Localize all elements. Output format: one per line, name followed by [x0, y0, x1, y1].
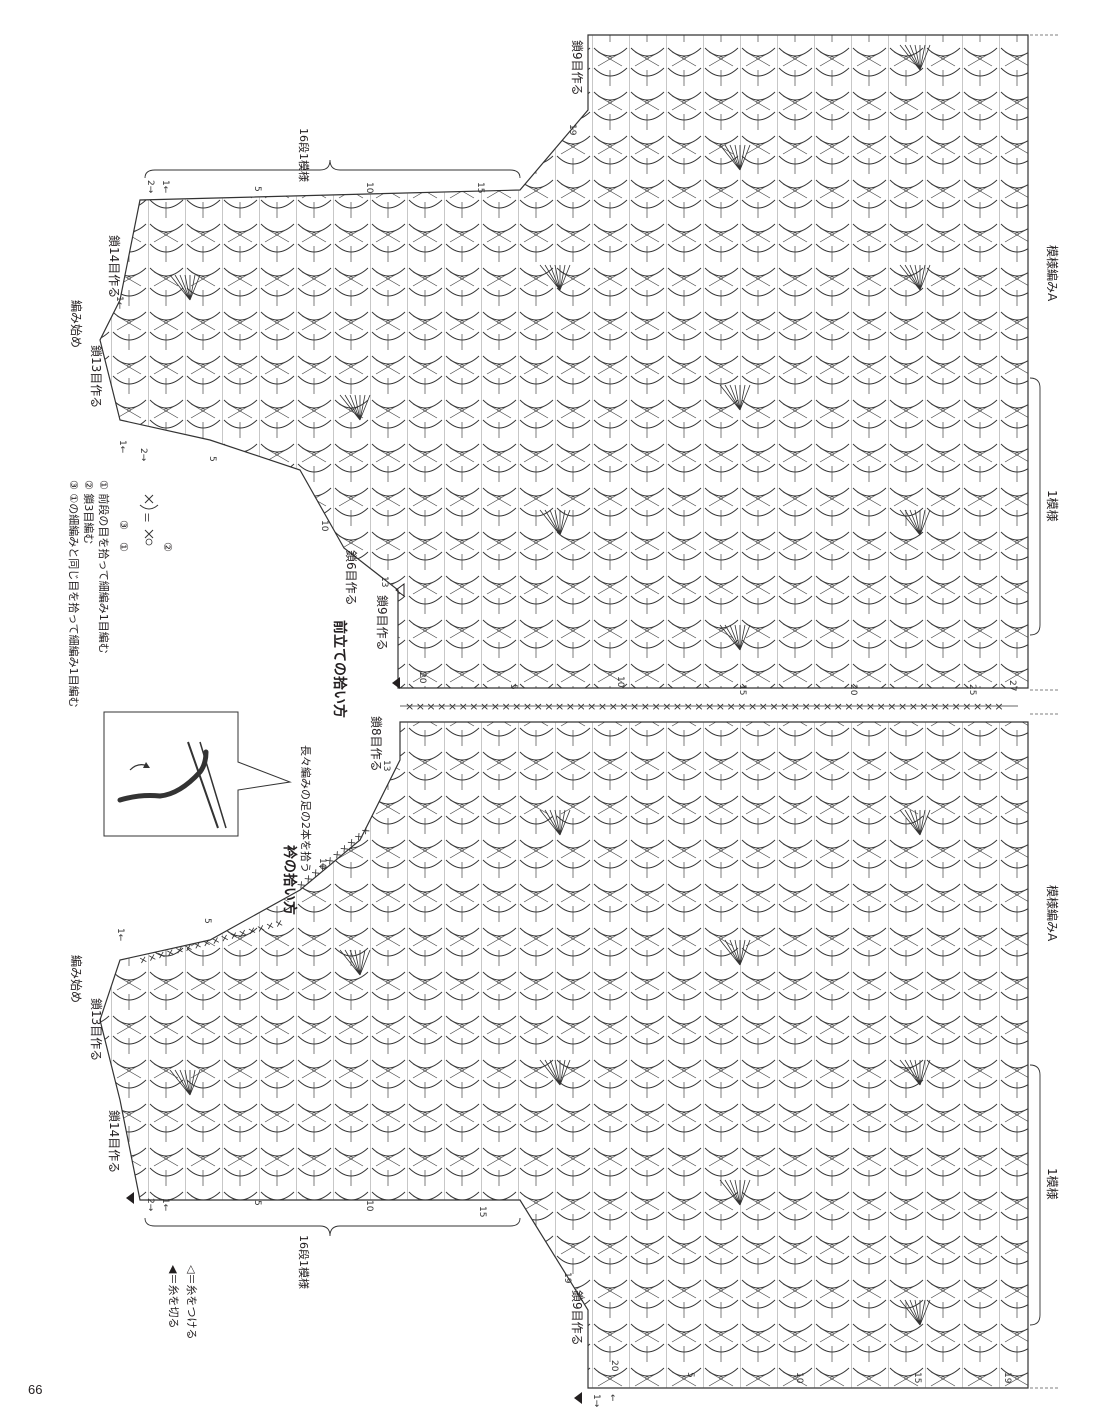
label-ch9-mid: 鎖9目作る: [375, 595, 390, 651]
lower-piece: ×××××××××××××××× ××××××××××: [99, 721, 1029, 1389]
tick-2-top: 2→: [145, 180, 155, 194]
tick-stick-20b: 20: [848, 684, 858, 696]
tick-labels: 19 15 10 5 1← 2→ 1← 1← 2→ 5 10 13 20 5 1…: [114, 124, 1017, 1408]
row-bracket-bottom: [144, 1217, 521, 1237]
tick-arrow-back: ←: [607, 1394, 617, 1402]
label-pattern-a-bottom: 模様編みA: [1045, 885, 1060, 942]
label-start-bottom: 編み始め: [69, 955, 84, 1003]
label-row16-top: 16段1模様: [297, 128, 311, 182]
label-ch14-bottom: 鎖14目作る: [107, 1110, 122, 1173]
symbol-c1: ①: [117, 542, 130, 552]
legend-attach: ◁＝糸をつける: [185, 1265, 198, 1339]
note-1: ① 前段の目を拾って細編み1目編む: [97, 480, 111, 654]
tick-arrow-1: 1→: [591, 1394, 601, 1408]
tick-10-bottom: 10: [364, 1200, 374, 1212]
tick-13-mid: 13: [379, 576, 389, 587]
label-ch13-bottom: 鎖13目作る: [89, 998, 104, 1061]
label-ch14-top: 鎖14目作る: [107, 235, 122, 298]
symbol-c3: ③: [117, 520, 130, 530]
label-one-repeat-bottom: 1模様: [1045, 1168, 1059, 1200]
label-start-top: 編み始め: [69, 300, 84, 348]
symbol-definition: ＝ ② ③ ①: [117, 494, 174, 552]
tick-stick-5: 5: [508, 684, 518, 690]
cut-marker-icon: [392, 677, 400, 689]
tick-5-top: 5: [252, 186, 262, 192]
tick-19-bottom: 19: [562, 1272, 572, 1284]
label-ch8-mid: 鎖8目作る: [369, 716, 384, 772]
cut-marker-icon: [126, 1192, 134, 1204]
legend-cut: ◀＝糸を切る: [167, 1265, 180, 1328]
tick-1-top: 1←: [160, 180, 170, 194]
tick-bstick-20: 20: [609, 1360, 619, 1372]
fan-motifs-upper: [169, 44, 931, 651]
repeat-bracket-bottom: [1029, 1064, 1041, 1326]
tick-5-mid: 5: [207, 456, 217, 462]
tick-1-mid: 1←: [117, 440, 127, 454]
tick-1-bottom: 1←: [160, 1198, 170, 1212]
tick-15-top: 15: [475, 182, 485, 193]
label-front-pickup: 前立ての拾い方: [331, 620, 348, 718]
symbol-c2: ②: [161, 542, 174, 552]
tick-2-mid: 2→: [138, 448, 148, 462]
label-ch6: 鎖6目作る: [344, 550, 359, 606]
note-2: ② 鎖3目編む: [82, 480, 96, 544]
svg-text:××××××××××××××××××××××××××××××: ××××××××××××××××××××××××××××××××××××××××…: [405, 700, 1005, 713]
tick-2-bottom: 2→: [145, 1198, 155, 1212]
repeat-bracket-top: [1029, 377, 1041, 636]
front-band: ××××××××××××××××××××××××××××××××××××××××…: [400, 689, 1060, 715]
tick-stick-15: 15: [737, 684, 747, 695]
tick-bstick-5: 5: [685, 1372, 695, 1378]
attach-marker-icon: [395, 583, 405, 597]
label-row16-bottom: 16段1模様: [297, 1235, 311, 1289]
tick-10-top: 10: [364, 182, 374, 194]
inset-illustration: [103, 711, 292, 837]
tick-stick-10: 10: [615, 676, 625, 688]
symbol-eq: ＝: [140, 512, 153, 523]
tick-19-top: 19: [567, 124, 577, 136]
tick-stick-25: 25: [967, 684, 977, 695]
label-ch9-bottom: 鎖9目作る: [570, 1290, 585, 1346]
tick-bstick-10: 10: [794, 1372, 804, 1384]
fan-motifs-lower: [169, 809, 931, 1326]
label-collar-pickup: 衿の拾い方: [281, 845, 298, 915]
label-pattern-a-top: 模様編みA: [1045, 245, 1060, 302]
tick-bstick-19: 19: [1002, 1372, 1012, 1384]
cut-marker-icon: [574, 1392, 582, 1404]
tick-5-bottom: 5: [252, 1200, 262, 1206]
label-long-dc: 長々編みの足の2本を拾う: [299, 745, 313, 873]
tick-10-low: 10: [317, 858, 327, 870]
hook-icon: [187, 741, 219, 829]
tick-5-low: 5: [202, 918, 212, 924]
tick-stick-27: 27: [1007, 680, 1017, 691]
upper-piece: [99, 34, 1029, 689]
label-ch9-top: 鎖9目作る: [570, 40, 585, 96]
row-bracket-top: [144, 159, 521, 179]
page-number: 66: [28, 1382, 43, 1397]
label-ch13-top: 鎖13目作る: [89, 345, 104, 408]
label-one-repeat-top: 1模様: [1045, 490, 1059, 522]
tick-13-low: 13: [381, 760, 391, 771]
note-3: ③ ①の細編みと同じ目を拾って細編み1目編む: [67, 480, 81, 708]
tick-1-low: 1←: [115, 928, 125, 942]
tick-stick-20: 20: [417, 672, 427, 684]
tick-10-mid: 10: [319, 520, 329, 532]
tick-15-bottom: 15: [477, 1206, 487, 1217]
tick-1-mid-start: 1←: [114, 296, 124, 310]
tick-bstick-15: 15: [912, 1372, 922, 1383]
